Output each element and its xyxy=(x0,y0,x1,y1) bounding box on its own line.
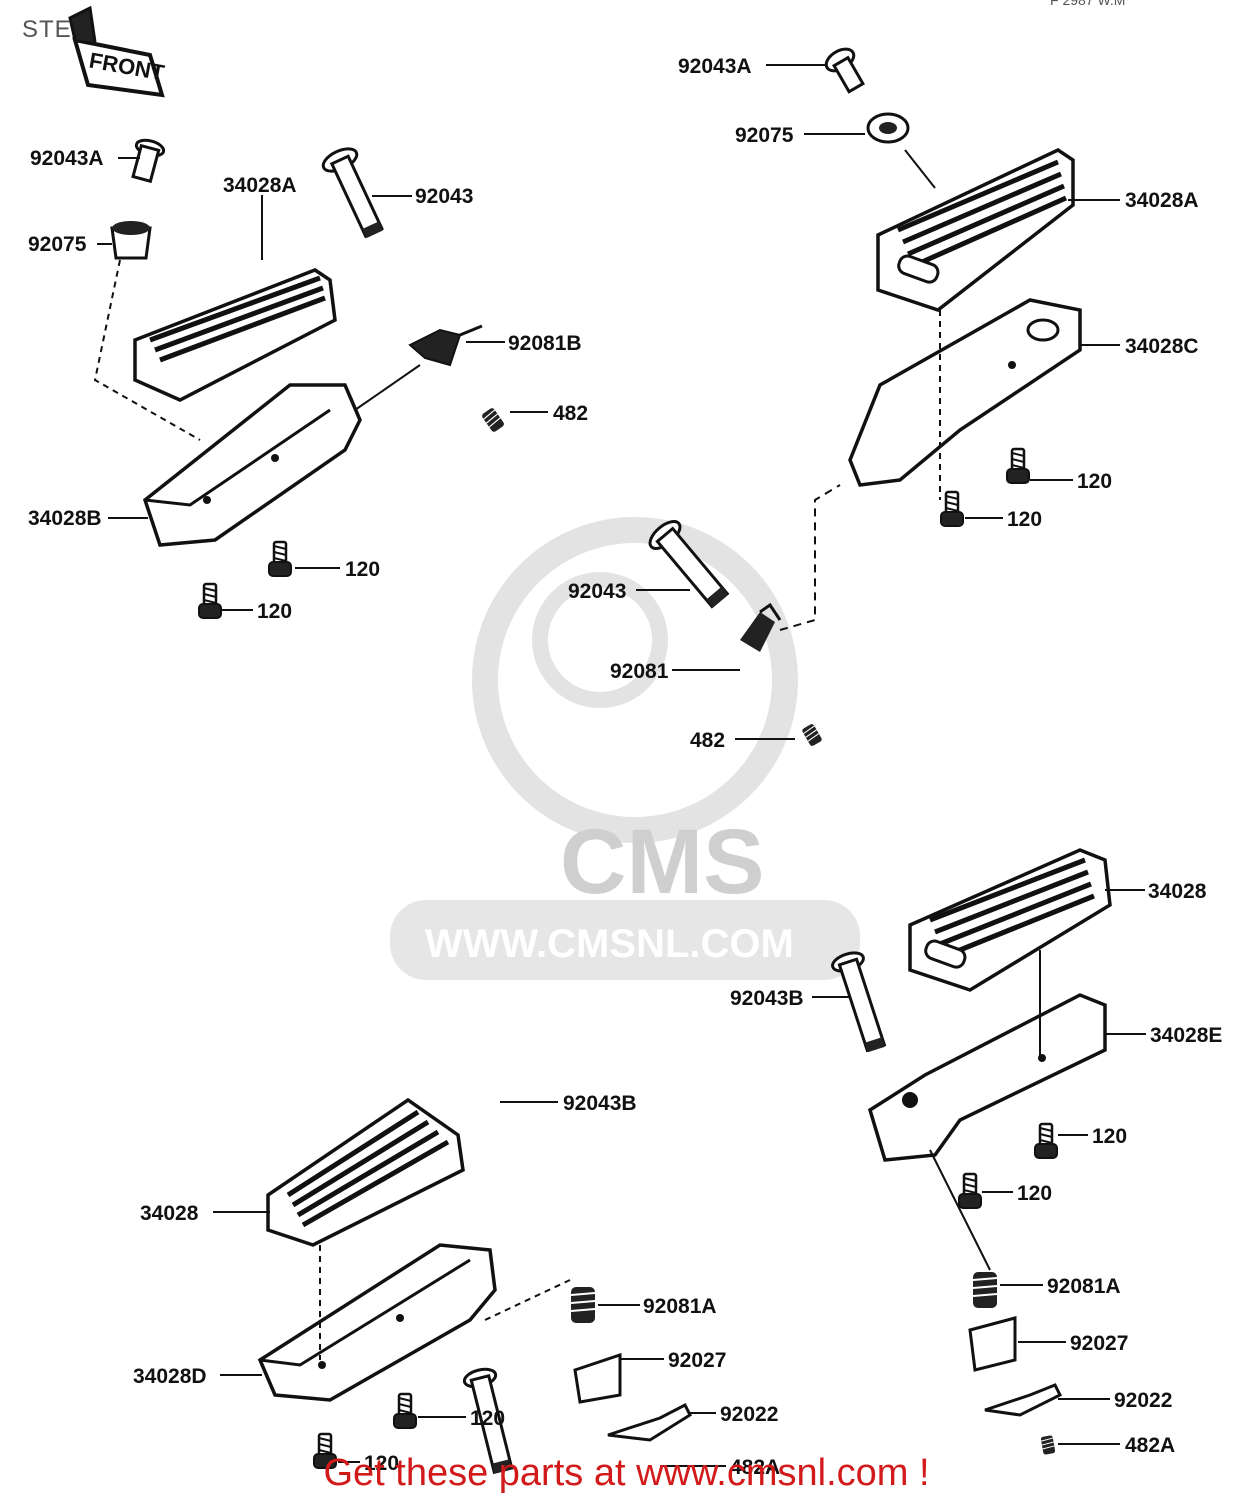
callout-92081B: 92081B xyxy=(508,332,582,355)
callout-92022-bottom-left: 92022 xyxy=(720,1403,778,1426)
callout-482A-bottom-left: 482A xyxy=(730,1456,780,1479)
callout-120-bottom-left-a: 120 xyxy=(470,1407,505,1430)
callout-34028-bottom-left: 34028 xyxy=(140,1202,199,1225)
top-left-step-assembly xyxy=(93,138,506,620)
callout-120-top-left-b: 120 xyxy=(257,600,292,623)
top-right-step-assembly xyxy=(824,47,1082,528)
top-reference: F 2987 W.M xyxy=(1050,0,1126,8)
callout-120-top-right-a: 120 xyxy=(1077,470,1112,493)
watermark-logo xyxy=(390,517,860,980)
callout-482-middle: 482 xyxy=(690,729,725,752)
callout-92075-top-left: 92075 xyxy=(28,233,87,256)
middle-loose-parts xyxy=(648,484,841,748)
callout-92075-top-right: 92075 xyxy=(735,124,794,147)
callout-92043B-bottom-right: 92043B xyxy=(730,987,804,1010)
callout-92043-middle: 92043 xyxy=(568,580,626,603)
callout-92027-bottom-right: 92027 xyxy=(1070,1332,1128,1355)
callout-labels: 92043A 92075 34028A 92043 92081B 482 340… xyxy=(28,55,1222,1479)
callout-482A-bottom-right: 482A xyxy=(1125,1434,1175,1457)
footer-promo-link[interactable]: Get these parts at www.cmsnl.com ! xyxy=(323,1452,930,1494)
callout-120-bottom-right-b: 120 xyxy=(1017,1182,1052,1205)
callout-92027-bottom-left: 92027 xyxy=(668,1349,726,1372)
callout-34028C: 34028C xyxy=(1125,335,1199,358)
bottom-left-step-assembly xyxy=(257,1097,692,1475)
callout-92022-bottom-right: 92022 xyxy=(1114,1389,1172,1412)
leader-lines xyxy=(97,64,1146,1467)
callout-92043A-top-right: 92043A xyxy=(678,55,752,78)
callout-92081A-bottom-right: 92081A xyxy=(1047,1275,1121,1298)
bottom-right-step-assembly xyxy=(831,848,1112,1456)
callout-34028E: 34028E xyxy=(1150,1024,1222,1047)
watermark-site-text: WWW.CMSNL.COM xyxy=(425,922,794,966)
watermark-logo-text: CMS xyxy=(560,811,765,913)
callout-120-bottom-left-b: 120 xyxy=(364,1452,399,1475)
callout-92043B-bottom-left: 92043B xyxy=(563,1092,637,1115)
callout-34028A-top-left: 34028A xyxy=(223,174,297,197)
callout-120-top-left-a: 120 xyxy=(345,558,380,581)
callout-92081A-bottom-left: 92081A xyxy=(643,1295,717,1318)
callout-34028A-top-right: 34028A xyxy=(1125,189,1199,212)
callout-34028B: 34028B xyxy=(28,507,102,530)
callout-34028-bottom-right: 34028 xyxy=(1148,880,1207,903)
callout-92081: 92081 xyxy=(610,660,669,683)
callout-120-top-right-b: 120 xyxy=(1007,508,1042,531)
callout-92043A-top-left: 92043A xyxy=(30,147,104,170)
callout-120-bottom-right-a: 120 xyxy=(1092,1125,1127,1148)
callout-482-top-left: 482 xyxy=(553,402,588,425)
front-arrow-tag xyxy=(68,5,165,98)
callout-92043-top-left: 92043 xyxy=(415,185,473,208)
callout-34028D: 34028D xyxy=(133,1365,207,1388)
